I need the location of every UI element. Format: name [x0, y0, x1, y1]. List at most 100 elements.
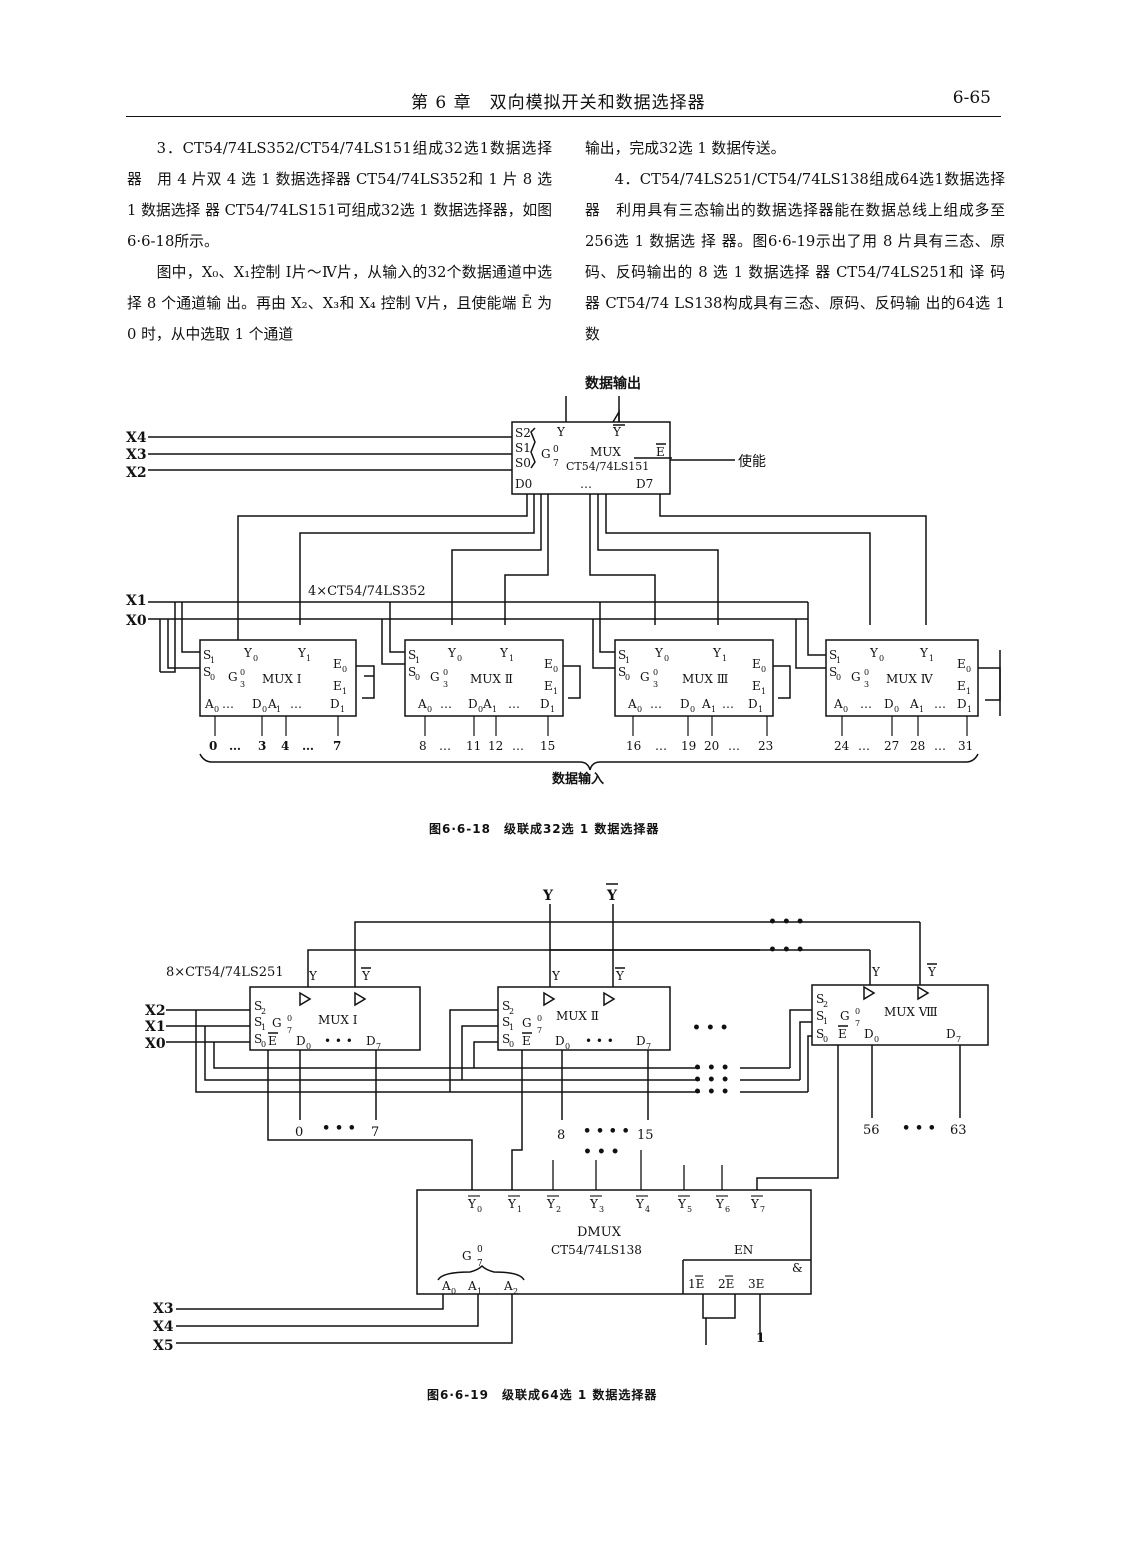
- svg-text:0: 0: [836, 673, 841, 682]
- mux-row: [199, 639, 979, 717]
- svg-text:1: 1: [492, 705, 497, 714]
- svg-text:1: 1: [210, 656, 215, 665]
- svg-text:A: A: [701, 697, 711, 711]
- svg-text:…: …: [290, 697, 302, 711]
- svg-text:1: 1: [919, 705, 924, 714]
- svg-text:D: D: [946, 1027, 956, 1041]
- svg-text:0: 0: [477, 1205, 482, 1214]
- svg-text:E: E: [957, 657, 966, 671]
- svg-text:7: 7: [646, 1042, 651, 1051]
- svg-text:E: E: [957, 679, 966, 693]
- svg-text:0: 0: [342, 665, 347, 674]
- input-16: 16: [626, 739, 641, 753]
- dots: …: [580, 477, 592, 491]
- input-x0: X0: [145, 1036, 166, 1052]
- svg-text:6: 6: [725, 1205, 730, 1214]
- svg-text:0: 0: [874, 1035, 879, 1044]
- mux-i-name: MUX Ⅰ: [318, 1013, 358, 1027]
- svg-text:2: 2: [509, 1007, 514, 1016]
- svg-text:1: 1: [823, 1017, 828, 1026]
- svg-text:7: 7: [760, 1205, 765, 1214]
- svg-text:D: D: [366, 1034, 376, 1048]
- svg-text:2: 2: [556, 1205, 561, 1214]
- svg-text:S: S: [254, 1015, 262, 1029]
- svg-text:E: E: [333, 657, 342, 671]
- svg-text:1: 1: [711, 705, 716, 714]
- svg-text:0: 0: [210, 673, 215, 682]
- svg-text:Y: Y: [919, 646, 929, 660]
- svg-text:A: A: [441, 1279, 451, 1293]
- mux-4-name: MUX Ⅳ: [886, 672, 934, 686]
- svg-text:G: G: [640, 670, 650, 684]
- svg-text:0: 0: [855, 1007, 860, 1016]
- dots: …: [439, 739, 451, 753]
- svg-text:0: 0: [553, 665, 558, 674]
- svg-text:3: 3: [443, 680, 448, 689]
- svg-text:S: S: [254, 999, 262, 1013]
- input-11: 11: [466, 739, 481, 753]
- svg-text:…: …: [222, 697, 234, 711]
- svg-text:Y: Y: [871, 965, 881, 979]
- svg-text:7: 7: [956, 1035, 961, 1044]
- svg-text:S: S: [408, 648, 416, 662]
- mux-3-box: [614, 639, 774, 717]
- svg-text:1: 1: [342, 687, 347, 696]
- svg-text:0: 0: [261, 1040, 266, 1049]
- chips-label: 8×CT54/74LS251: [166, 965, 284, 980]
- svg-text:A: A: [204, 697, 214, 711]
- pin-s2: S2: [515, 426, 531, 440]
- figure-6-6-19: Y Y • • • • • • 8×CT54/74LS251 Y Y S2 S1…: [145, 883, 989, 1354]
- svg-text:1: 1: [550, 705, 555, 714]
- svg-text:1: 1: [415, 656, 420, 665]
- svg-text:1: 1: [553, 687, 558, 696]
- svg-text:7: 7: [287, 1026, 292, 1035]
- svg-text:Y: Y: [467, 1197, 477, 1211]
- svg-text:0: 0: [214, 705, 219, 714]
- svg-text:…: …: [440, 697, 452, 711]
- svg-text:0: 0: [509, 1040, 514, 1049]
- svg-text:D: D: [555, 1034, 565, 1048]
- input-x3: X3: [153, 1301, 174, 1317]
- svg-text:G: G: [851, 670, 861, 684]
- svg-text:S: S: [816, 992, 824, 1006]
- svg-text:D: D: [296, 1034, 306, 1048]
- figure-6-6-18: 数据输出 S2 S1 S0 G 0 7 Y Y MUX E CT54/74LS1…: [126, 375, 1001, 787]
- svg-text:Y: Y: [927, 965, 937, 979]
- svg-text:S: S: [502, 1032, 510, 1046]
- svg-text:G: G: [272, 1016, 282, 1030]
- svg-text:…: …: [508, 697, 520, 711]
- svg-text:S: S: [816, 1027, 824, 1041]
- svg-text:Y: Y: [297, 646, 307, 660]
- svg-text:4: 4: [645, 1205, 650, 1214]
- mux-viii-box: [811, 984, 989, 1046]
- svg-text:1: 1: [761, 687, 766, 696]
- enable-label: 使能: [738, 453, 766, 470]
- out-y-bar: Y: [606, 888, 618, 904]
- dots: • • •: [902, 1121, 936, 1136]
- svg-text:0: 0: [457, 654, 462, 663]
- svg-text:7: 7: [855, 1019, 860, 1028]
- svg-text:Y: Y: [654, 646, 664, 660]
- g-label: G: [541, 447, 551, 461]
- svg-text:S: S: [408, 665, 416, 679]
- svg-text:0: 0: [443, 668, 448, 677]
- page-number: 6-65: [952, 88, 991, 108]
- svg-text:0: 0: [553, 445, 559, 455]
- input-8: 8: [419, 739, 427, 753]
- svg-text:1: 1: [756, 1331, 765, 1346]
- svg-text:0: 0: [761, 665, 766, 674]
- svg-text:3: 3: [864, 680, 869, 689]
- input-7: 7: [371, 1125, 379, 1140]
- g-label: G: [462, 1249, 472, 1263]
- input-56: 56: [863, 1123, 880, 1138]
- svg-text:D: D: [957, 697, 967, 711]
- svg-text:Y: Y: [635, 1197, 645, 1211]
- svg-text:A: A: [267, 697, 277, 711]
- input-x5: X5: [153, 1338, 174, 1354]
- svg-text:7: 7: [376, 1042, 381, 1051]
- svg-text:D: D: [864, 1027, 874, 1041]
- svg-text:1: 1: [836, 656, 841, 665]
- svg-text:1: 1: [722, 654, 727, 663]
- input-20: 20: [704, 739, 719, 753]
